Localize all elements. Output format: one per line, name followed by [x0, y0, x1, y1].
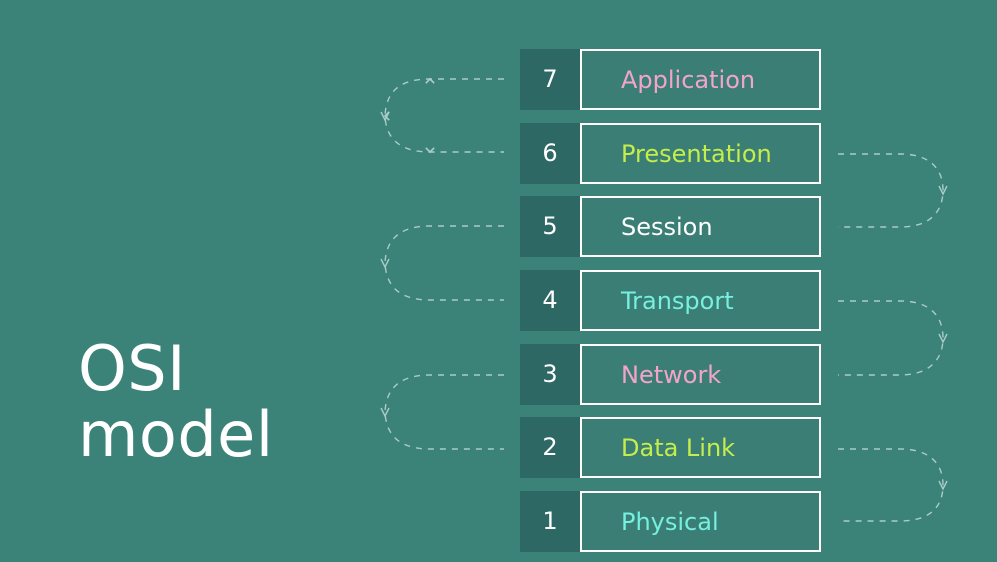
- layer-3-label: Network: [621, 361, 722, 389]
- layer-4-number: 4: [520, 270, 580, 331]
- layer-4-row: 4 Transport: [520, 270, 821, 331]
- flow-arrow-6-to-5: [838, 153, 944, 228]
- arrowhead-left-1: [380, 111, 390, 122]
- layer-1-label: Physical: [621, 508, 719, 536]
- layer-1-row: 1 Physical: [520, 491, 821, 552]
- layer-7-box: Application: [580, 49, 821, 110]
- layer-2-label: Data Link: [621, 434, 736, 462]
- layer-7-label: Application: [621, 66, 756, 94]
- layer-1-box: Physical: [580, 491, 821, 552]
- layer-3-number: 3: [520, 344, 580, 405]
- layer-7-row: 7 Application: [520, 49, 821, 110]
- layer-2-box: Data Link: [580, 417, 821, 478]
- layer-7-number: 7: [520, 49, 580, 110]
- arrowhead-right-2: [938, 333, 948, 344]
- layer-3-box: Network: [580, 344, 821, 405]
- layer-2-row: 2 Data Link: [520, 417, 821, 478]
- arrowhead-right-1: [938, 185, 948, 196]
- layer-5-number: 5: [520, 196, 580, 257]
- arrowhead-left-3: [380, 407, 390, 418]
- flow-arrow-7-to-6: [383, 77, 504, 154]
- title-line-model: model: [78, 398, 274, 471]
- layer-2-number: 2: [520, 417, 580, 478]
- layer-4-label: Transport: [621, 287, 734, 315]
- arrowhead-right-3: [938, 480, 948, 491]
- layer-6-number: 6: [520, 123, 580, 184]
- layer-6-label: Presentation: [621, 140, 772, 168]
- arrowhead-left-2: [380, 258, 390, 269]
- layer-5-box: Session: [580, 196, 821, 257]
- layer-5-label: Session: [621, 213, 713, 241]
- title-line-osi: OSI: [78, 332, 186, 405]
- layer-4-box: Transport: [580, 270, 821, 331]
- flow-arrow-5-to-4: [384, 225, 504, 301]
- layer-5-row: 5 Session: [520, 196, 821, 257]
- osi-model-title: OSI model: [78, 336, 274, 468]
- layer-3-row: 3 Network: [520, 344, 821, 405]
- flow-arrow-2-to-1: [838, 448, 944, 522]
- flow-arrow-4-to-3: [838, 300, 944, 376]
- layer-6-box: Presentation: [580, 123, 821, 184]
- layer-1-number: 1: [520, 491, 580, 552]
- flow-arrow-3-to-2: [384, 374, 504, 450]
- layer-6-row: 6 Presentation: [520, 123, 821, 184]
